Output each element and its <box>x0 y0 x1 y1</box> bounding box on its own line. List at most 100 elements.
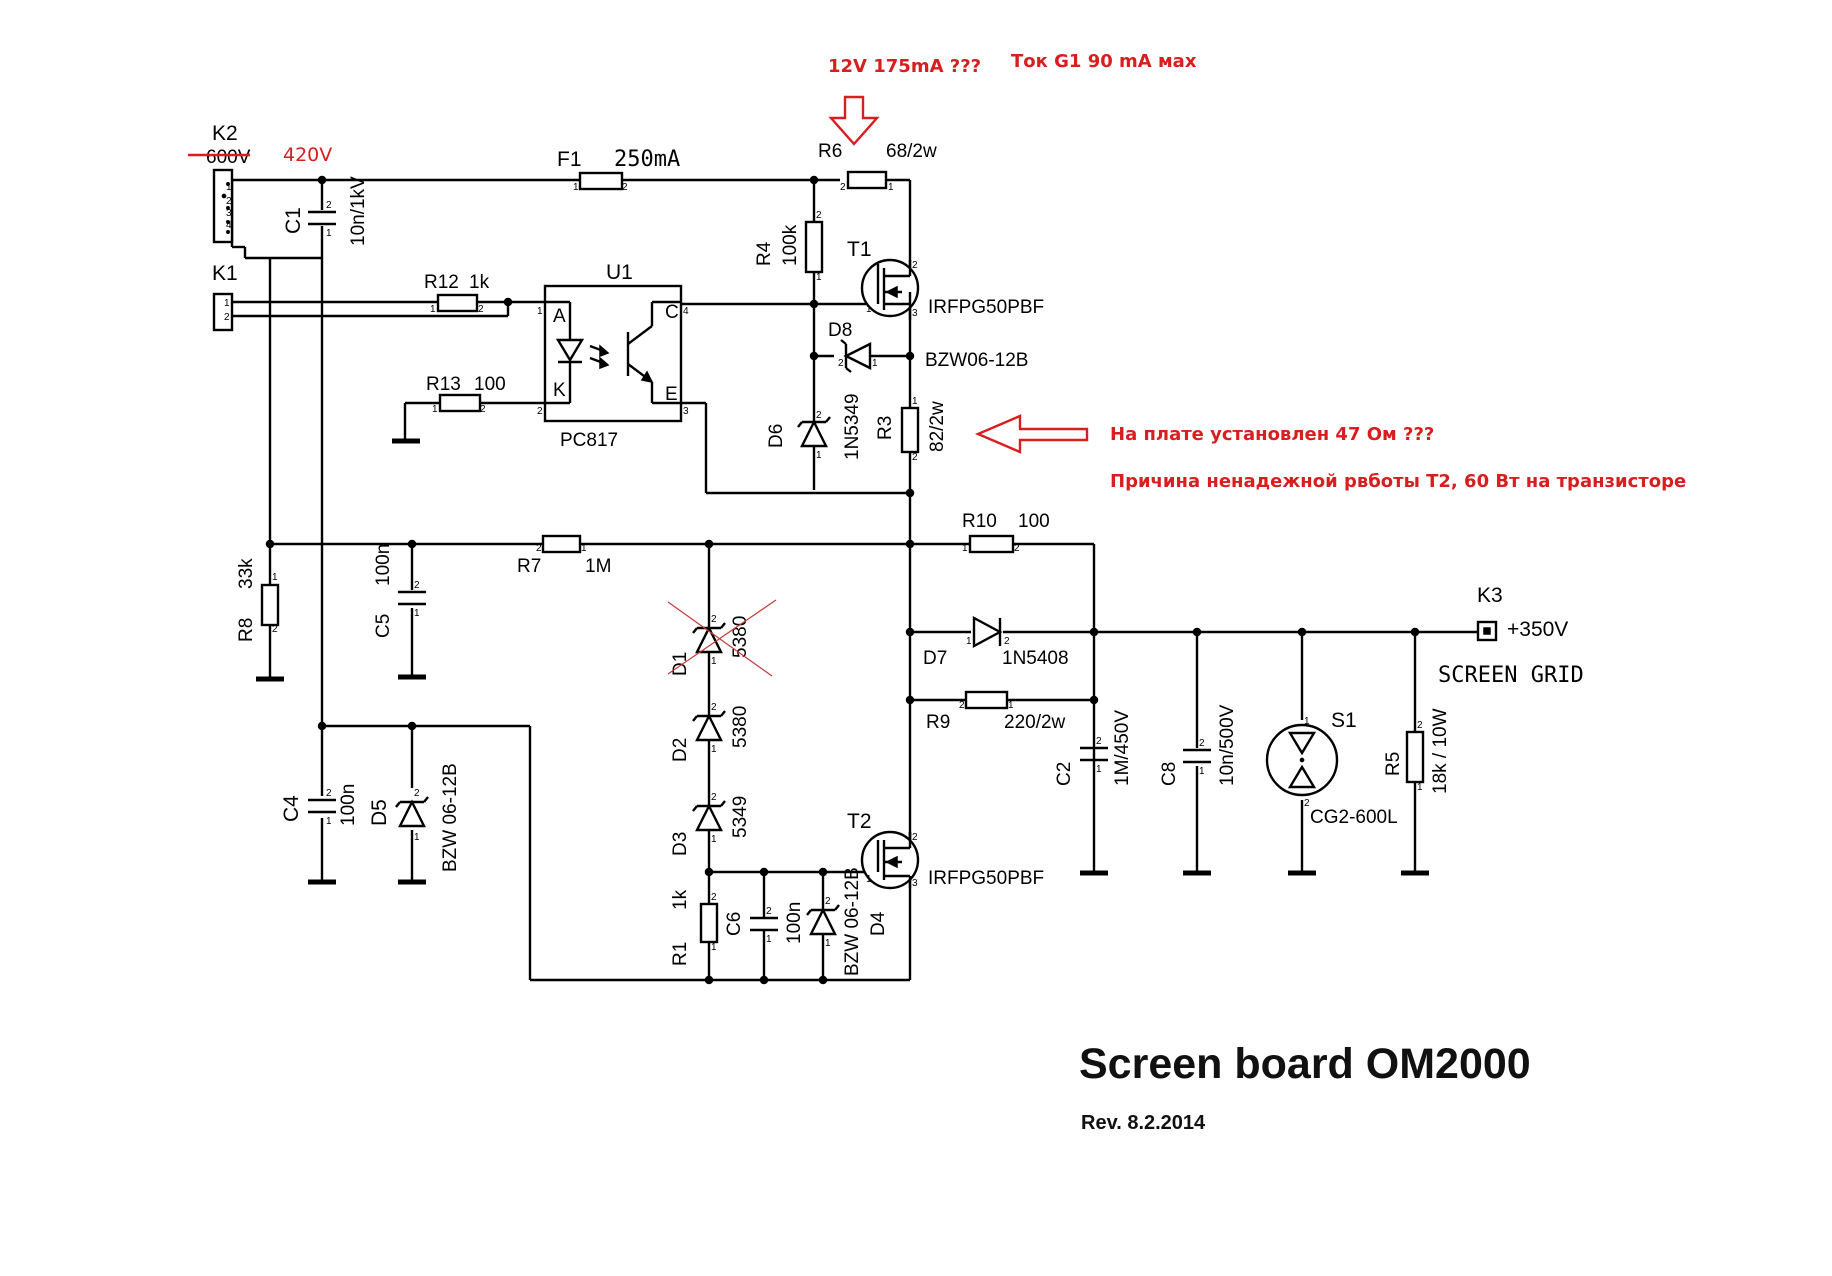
svg-text:2: 2 <box>711 614 717 625</box>
mosfet-t2: 1 2 3 T2 IRFPG50PBF <box>847 810 1044 890</box>
svg-text:2: 2 <box>226 196 232 207</box>
zener-d5: 2 1 D5 BZW 06-12B <box>368 763 461 872</box>
svg-text:1: 1 <box>537 306 543 317</box>
svg-text:2: 2 <box>414 580 420 591</box>
svg-text:1: 1 <box>326 816 332 827</box>
r3-ref: R3 <box>875 416 896 440</box>
r9-ref: R9 <box>926 712 950 733</box>
c1-value: 10n/1kV <box>348 176 369 246</box>
svg-text:1: 1 <box>912 396 918 407</box>
svg-text:2: 2 <box>326 788 332 799</box>
svg-text:1: 1 <box>711 834 717 845</box>
resistor-r10: 1 2 R10 100 <box>962 511 1050 554</box>
svg-text:2: 2 <box>1014 543 1020 554</box>
svg-text:1: 1 <box>1008 700 1014 711</box>
k2-label: K2 <box>212 122 238 145</box>
svg-text:1: 1 <box>430 304 436 315</box>
d3-ref: D3 <box>670 832 691 856</box>
svg-text:1: 1 <box>711 744 717 755</box>
d7-value: 1N5408 <box>1002 648 1069 669</box>
r6-value: 68/2w <box>886 141 937 162</box>
svg-text:2: 2 <box>711 702 717 713</box>
spark-gap-s1: 1 2 S1 CG2-600L <box>1265 709 1398 828</box>
svg-text:3: 3 <box>912 308 918 319</box>
capacitor-c2: 2 1 C2 1M/450V <box>1054 710 1133 786</box>
d8-ref: D8 <box>828 320 852 341</box>
svg-text:1: 1 <box>966 636 972 647</box>
svg-text:1: 1 <box>1304 716 1310 727</box>
svg-text:2: 2 <box>326 200 332 211</box>
rectifier-d7: 1 2 D7 1N5408 <box>923 615 1069 669</box>
svg-text:2: 2 <box>480 404 486 415</box>
capacitor-c1: 2 1 C1 10n/1kV <box>282 176 369 246</box>
svg-text:1: 1 <box>766 934 772 945</box>
svg-text:2: 2 <box>478 304 484 315</box>
wires <box>222 178 1480 982</box>
t2-value: IRFPG50PBF <box>928 868 1044 889</box>
svg-text:2: 2 <box>838 358 844 369</box>
svg-text:2: 2 <box>912 452 918 463</box>
svg-text:1: 1 <box>816 272 822 283</box>
svg-text:2: 2 <box>1304 798 1310 809</box>
svg-text:1: 1 <box>581 543 587 554</box>
s1-ref: S1 <box>1331 709 1357 732</box>
svg-text:2: 2 <box>959 700 965 711</box>
svg-text:1: 1 <box>866 874 872 885</box>
capacitor-c4: 2 1 C4 100n <box>280 784 359 827</box>
c2-ref: C2 <box>1054 762 1075 786</box>
annotation-r3-installed: На плате установлен 47 Ом ??? <box>1110 424 1434 445</box>
c1-ref: C1 <box>282 207 305 234</box>
svg-text:1: 1 <box>272 572 278 583</box>
svg-text:1: 1 <box>816 450 822 461</box>
svg-text:1: 1 <box>872 358 878 369</box>
svg-text:2: 2 <box>272 624 278 635</box>
resistor-r3: 1 2 R3 82/2w <box>875 396 948 463</box>
arrow-down-icon <box>828 95 880 146</box>
ground-symbols <box>256 438 1429 885</box>
resistor-r9: 2 1 R9 220/2w <box>926 690 1066 733</box>
annotation-g1-current: Ток G1 90 mA мах <box>1011 51 1197 72</box>
connector-k2: 1 2 3 4 K2 600V 420V <box>188 122 332 244</box>
zener-d4: 2 1 BZW 06-12B D4 <box>806 867 889 976</box>
mosfet-t1: 1 2 3 T1 IRFPG50PBF <box>847 238 1044 320</box>
revision-label: Rev. 8.2.2014 <box>1081 1112 1206 1134</box>
zener-d8: 2 1 D8 BZW06-12B <box>828 320 1028 373</box>
svg-text:2: 2 <box>536 543 542 554</box>
r9-value: 220/2w <box>1004 712 1066 733</box>
r5-ref: R5 <box>1383 752 1404 776</box>
c5-value: 100n <box>373 544 394 586</box>
svg-text:1: 1 <box>825 938 831 949</box>
d2-ref: D2 <box>670 738 691 762</box>
r1-ref: R1 <box>670 942 691 966</box>
svg-text:3: 3 <box>226 208 232 219</box>
d3-value: 5349 <box>730 796 751 838</box>
c5-ref: C5 <box>373 614 394 638</box>
c4-value: 100n <box>338 784 359 826</box>
arrow-left-icon <box>974 414 1089 454</box>
c8-ref: C8 <box>1159 762 1180 786</box>
junction-dots <box>265 175 1420 985</box>
svg-text:2: 2 <box>1417 720 1423 731</box>
d6-ref: D6 <box>766 424 787 448</box>
c2-value: 1M/450V <box>1112 710 1133 786</box>
k2-old-voltage: 600V <box>206 147 251 168</box>
svg-text:1: 1 <box>962 543 968 554</box>
d5-value: BZW 06-12B <box>440 763 461 872</box>
d4-value: BZW 06-12B <box>842 867 863 976</box>
r7-value: 1M <box>585 556 611 577</box>
svg-text:2: 2 <box>825 896 831 907</box>
svg-text:1: 1 <box>573 182 579 193</box>
r8-value: 33k <box>236 558 257 589</box>
r8-ref: R8 <box>236 618 257 642</box>
capacitor-c5: 2 1 100n C5 <box>373 544 426 638</box>
svg-text:2: 2 <box>766 906 772 917</box>
f1-value: 250mA <box>614 147 680 172</box>
svg-text:1: 1 <box>888 182 894 193</box>
connector-k1: 1 2 K1 <box>212 262 238 332</box>
svg-text:1: 1 <box>224 298 230 309</box>
d1-ref: D1 <box>670 652 691 676</box>
svg-text:3: 3 <box>683 406 689 417</box>
svg-text:4: 4 <box>683 306 689 317</box>
fuse-f1: 1 2 F1 250mA <box>557 147 680 193</box>
d4-ref: D4 <box>868 911 889 936</box>
